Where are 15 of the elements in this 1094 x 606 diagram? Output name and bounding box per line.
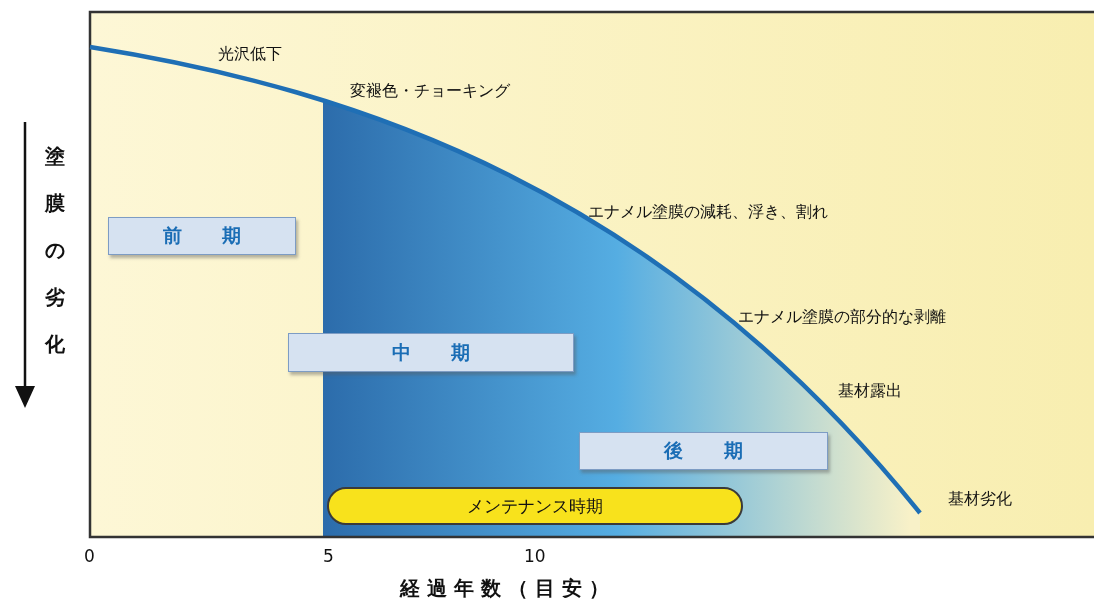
tick-label: 0 [84,546,95,566]
stage-box: 後 期 [579,432,828,470]
axis-label: 経過年数（目安） [400,575,616,602]
tick-label: 10 [524,546,546,566]
curve-label: エナメル塗膜の部分的な剥離 [738,307,946,328]
stage-box: 前 期 [108,217,296,255]
period-pill: メンテナンス時期 [327,487,743,525]
curve-label: 光沢低下 [218,44,282,65]
stage-box: 中 期 [288,333,574,372]
axis-label: 塗膜の劣化 [44,143,66,358]
curve-label: 変褪色・チョーキング [350,81,510,102]
curve-label: 基材劣化 [948,489,1012,510]
tick-label: 5 [323,546,334,566]
curve-label: エナメル塗膜の減耗、浮き、割れ [588,202,828,223]
curve-label: 基材露出 [838,381,902,402]
